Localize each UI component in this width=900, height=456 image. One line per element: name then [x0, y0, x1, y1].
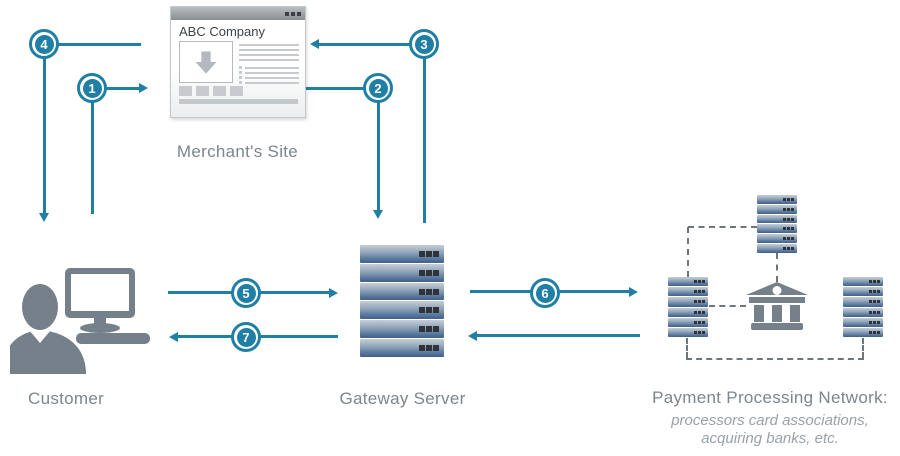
dashed-connector-leftserver-to-bank [709, 305, 746, 307]
step-badge-3: 3 [409, 29, 439, 59]
server-unit [668, 317, 708, 327]
step-badge-7: 7 [231, 322, 261, 352]
arrowhead-step-3-left-icon [310, 39, 319, 49]
customer-at-computer-icon [2, 262, 150, 379]
placeholder-text-line [245, 77, 299, 79]
server-unit [668, 327, 708, 338]
payment-network-subcaption-line2: acquiring banks, etc. [701, 430, 839, 447]
server-unit [757, 234, 797, 244]
step-number: 1 [82, 78, 102, 98]
bank-icon [746, 282, 808, 335]
server-unit [668, 287, 708, 297]
server-unit [360, 245, 444, 263]
server-unit [843, 317, 883, 327]
placeholder-text-line [239, 44, 299, 46]
merchant-thumbnail-box [179, 41, 233, 83]
arrowhead-step-7-left-icon [169, 332, 178, 342]
network-server-top-icon [757, 195, 797, 253]
dashed-connector-top-left-vertical [687, 227, 689, 277]
arrow-line-step-3-horizontal [317, 43, 424, 46]
payment-network-subcaption-line1: processors card associations, [671, 412, 869, 429]
network-server-left-icon [668, 277, 708, 338]
placeholder-square [230, 86, 243, 96]
placeholder-bullet [239, 71, 242, 74]
placeholder-square [213, 86, 226, 96]
placeholder-footer-bar [179, 99, 298, 104]
server-unit [757, 214, 797, 224]
server-unit [668, 277, 708, 287]
placeholder-text-line [245, 67, 299, 69]
step-number: 4 [34, 34, 54, 54]
dashed-connector-bottom-left-vertical [686, 338, 688, 358]
browser-titlebar [171, 7, 305, 20]
step-badge-1: 1 [77, 73, 107, 103]
payment-network-caption: Payment Processing Network: [652, 388, 888, 407]
download-arrow-icon [195, 51, 217, 74]
arrow-line-step-2-vertical [377, 88, 380, 211]
step-badge-5: 5 [231, 278, 261, 308]
placeholder-square [196, 86, 209, 96]
server-unit [757, 195, 797, 204]
arrow-line-step-2-horizontal [305, 87, 378, 90]
gateway-server-icon [360, 245, 444, 357]
titlebar-square-icon [297, 11, 301, 16]
titlebar-square-icon [291, 11, 295, 16]
merchant-site-caption: Merchant's Site [176, 142, 299, 161]
placeholder-text-line [239, 54, 299, 56]
dashed-connector-bottom-right-vertical [862, 338, 864, 358]
arrowhead-step-1-right-icon [139, 83, 148, 93]
placeholder-square [179, 86, 192, 96]
server-unit [360, 282, 444, 301]
server-unit [843, 327, 883, 338]
placeholder-bullet [239, 66, 242, 69]
placeholder-bullet [239, 81, 242, 84]
network-server-right-icon [843, 277, 883, 338]
step-badge-4: 4 [29, 29, 59, 59]
dashed-connector-top-horizontal [688, 226, 757, 228]
arrow-line-network-return [475, 334, 640, 337]
placeholder-text-line [239, 59, 299, 61]
arrowhead-step-2-down-icon [373, 210, 383, 219]
step-badge-6: 6 [530, 278, 560, 308]
customer-caption: Customer [28, 389, 105, 408]
dashed-connector-topserver-to-bank [776, 253, 778, 282]
server-unit [843, 307, 883, 317]
server-unit [360, 301, 444, 320]
arrowhead-step-5-right-icon [329, 288, 338, 298]
arrow-line-step-4-vertical [43, 44, 46, 214]
dashed-connector-bottom-horizontal [686, 358, 864, 360]
arrowhead-step-4-down-icon [39, 213, 49, 222]
arrow-line-step-3-vertical [423, 44, 426, 223]
arrowhead-network-return-left-icon [468, 331, 477, 341]
placeholder-text-line [245, 72, 299, 74]
server-unit [757, 224, 797, 234]
step-badge-2: 2 [363, 73, 393, 103]
server-unit [843, 297, 883, 307]
server-unit [668, 297, 708, 307]
server-unit [360, 339, 444, 357]
step-number: 7 [236, 327, 256, 347]
server-unit [757, 244, 797, 253]
merchant-browser-window: ABC Company [170, 6, 306, 118]
placeholder-bullet [239, 76, 242, 79]
placeholder-text-line [245, 82, 299, 84]
arrow-line-step-4-horizontal [58, 43, 141, 46]
gateway-server-caption: Gateway Server [339, 389, 466, 408]
server-unit [843, 287, 883, 297]
arrow-line-step-1-vertical [91, 88, 94, 214]
step-number: 6 [535, 283, 555, 303]
step-number: 2 [368, 78, 388, 98]
server-unit [668, 307, 708, 317]
server-unit [360, 263, 444, 282]
arrowhead-step-6-right-icon [629, 287, 638, 297]
server-unit [757, 204, 797, 214]
server-unit [360, 320, 444, 339]
server-unit [843, 277, 883, 287]
step-number: 5 [236, 283, 256, 303]
arrow-line-step-1-horizontal [92, 87, 140, 90]
merchant-site-title: ABC Company [179, 24, 265, 39]
placeholder-text-line [239, 49, 299, 51]
titlebar-square-icon [285, 11, 289, 16]
step-number: 3 [414, 34, 434, 54]
